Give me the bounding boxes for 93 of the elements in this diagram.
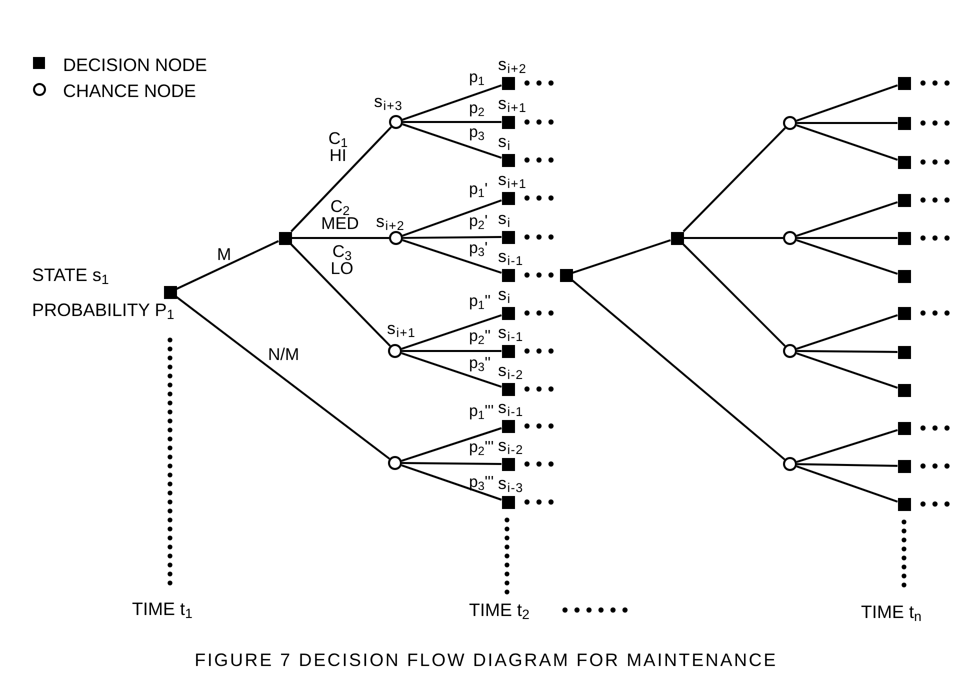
branch-line bbox=[797, 122, 898, 124]
decision-node bbox=[898, 270, 910, 282]
branch-label: N/M bbox=[268, 346, 300, 363]
probability-label: p$_{1}$ bbox=[469, 70, 485, 86]
branch-line bbox=[572, 239, 671, 274]
branch-label: C$_{3}$ LO bbox=[330, 243, 354, 277]
decision-node bbox=[898, 194, 910, 206]
state-label: s$_{i+2}$ bbox=[376, 213, 405, 230]
state-label: s$_{i}$ bbox=[498, 210, 511, 227]
branch-line bbox=[682, 127, 786, 232]
probability-label: p$_{2}$''' bbox=[469, 440, 494, 456]
branch-line bbox=[796, 314, 898, 350]
decision-node bbox=[898, 306, 910, 320]
branch-line bbox=[796, 201, 898, 237]
state-label: s$_{i-3}$ bbox=[498, 475, 524, 492]
branch-line bbox=[797, 237, 898, 239]
probability-label: p$_{2}$' bbox=[469, 214, 488, 230]
chance-node bbox=[388, 456, 402, 470]
branch-line bbox=[401, 314, 502, 350]
decision-node bbox=[898, 384, 910, 396]
state-label: s$_{i+1}$ bbox=[498, 171, 527, 188]
branch-line bbox=[402, 236, 502, 239]
state-label: s$_{i+3}$ bbox=[374, 93, 403, 110]
state-label: STATE s$_{1}$ bbox=[32, 266, 109, 284]
chance-node bbox=[783, 344, 797, 358]
time-label: TIME t$_{n}$ bbox=[861, 603, 922, 621]
state-label: s$_{i}$ bbox=[498, 133, 511, 150]
legend-label: CHANCE NODE bbox=[63, 82, 196, 100]
probability-label: p$_{3}$' bbox=[469, 241, 488, 257]
decision-node bbox=[670, 232, 684, 244]
decision-node bbox=[898, 76, 910, 90]
probability-label: p$_{1}$'' bbox=[469, 294, 491, 310]
branch-line bbox=[401, 427, 502, 462]
chance-node bbox=[783, 457, 797, 471]
branch-line bbox=[796, 463, 898, 467]
branch-line bbox=[290, 244, 391, 347]
branch-line bbox=[402, 239, 502, 274]
decision-node bbox=[560, 268, 572, 282]
state-label: s$_{i-2}$ bbox=[498, 437, 524, 454]
state-label: s$_{i-1}$ bbox=[498, 248, 524, 265]
branch-line bbox=[401, 464, 502, 501]
decision-node bbox=[898, 422, 910, 434]
branch-line bbox=[176, 240, 279, 290]
probability-label: p$_{3}$'' bbox=[469, 356, 491, 372]
time-label: TIME t$_{1}$ bbox=[132, 600, 193, 618]
branch-line bbox=[796, 350, 898, 353]
branch-line bbox=[796, 429, 898, 463]
probability-label: PROBABILITY P$_{1}$ bbox=[32, 301, 174, 319]
time-label: TIME t$_{2}$ bbox=[469, 601, 530, 619]
state-label: s$_{i}$ bbox=[498, 286, 511, 303]
branch-line bbox=[402, 462, 502, 465]
probability-label: p$_{2}$ bbox=[469, 101, 485, 117]
state-label: s$_{i+1}$ bbox=[498, 95, 527, 112]
chance-node bbox=[783, 116, 797, 130]
branch-line bbox=[402, 123, 502, 159]
state-label: s$_{i-2}$ bbox=[498, 362, 524, 379]
chance-node bbox=[783, 231, 797, 245]
figure-caption: FIGURE 7 DECISION FLOW DIAGRAM FOR MAINTENANCE bbox=[194, 651, 778, 669]
branch-line bbox=[796, 239, 898, 275]
decision-node bbox=[898, 460, 910, 472]
branch-line bbox=[402, 84, 502, 121]
probability-label: p$_{2}$'' bbox=[469, 329, 491, 345]
probability-label: p$_{1}$''' bbox=[469, 404, 494, 420]
branch-line bbox=[682, 244, 786, 347]
probability-label: p$_{3}$ bbox=[469, 125, 485, 141]
branch-line bbox=[402, 350, 502, 352]
probability-label: p$_{1}$' bbox=[469, 182, 488, 198]
branch-line bbox=[401, 352, 502, 388]
branch-label: M bbox=[217, 246, 232, 263]
branch-line bbox=[176, 296, 390, 460]
branch-line bbox=[402, 199, 502, 237]
branch-line bbox=[572, 280, 786, 460]
branch-line bbox=[796, 352, 898, 389]
branch-line bbox=[796, 465, 898, 503]
branch-line bbox=[796, 84, 898, 122]
branch-line bbox=[292, 237, 389, 239]
decision-node bbox=[278, 232, 292, 244]
state-label: s$_{i-1}$ bbox=[498, 324, 524, 341]
state-label: s$_{i+2}$ bbox=[498, 56, 527, 73]
branch-line bbox=[403, 121, 502, 123]
decision-node bbox=[898, 346, 910, 358]
branch-line bbox=[290, 126, 392, 232]
decision-node bbox=[898, 156, 910, 168]
legend-label: DECISION NODE bbox=[63, 56, 208, 74]
branch-label: C$_{1}$ HI bbox=[327, 130, 349, 164]
decision-node bbox=[898, 498, 910, 510]
branch-label: C$_{2}$ MED bbox=[320, 198, 360, 232]
branch-line bbox=[684, 237, 783, 239]
decision-node bbox=[898, 116, 910, 130]
branch-line bbox=[796, 124, 898, 161]
state-label: s$_{i+1}$ bbox=[387, 320, 416, 337]
state-label: s$_{i-1}$ bbox=[498, 399, 524, 416]
decision-node bbox=[898, 232, 910, 244]
